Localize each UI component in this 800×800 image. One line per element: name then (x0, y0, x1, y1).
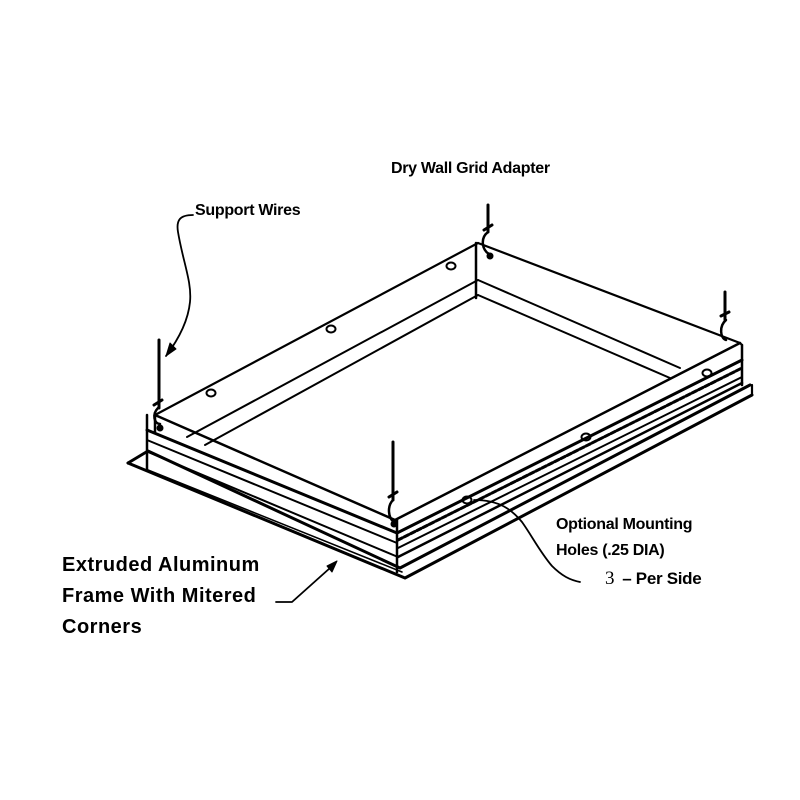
frame-label: Extruded Aluminum Frame With Mitered Cor… (62, 550, 260, 643)
mounting-holes-label-line2: Holes (.25 DIA) (556, 542, 665, 559)
mounting-holes-label-line1: Optional Mounting (556, 516, 693, 533)
frame-label-line2: Frame With Mitered (62, 585, 257, 607)
arrowhead-icon (326, 560, 338, 573)
hole-icon (701, 368, 713, 378)
hole-icon (325, 324, 337, 334)
hole-icon (205, 388, 217, 398)
leader-lines (165, 214, 581, 603)
frame-leader (275, 567, 331, 603)
wire-back (481, 203, 494, 260)
hole-icon (461, 495, 473, 505)
bottom-flange (126, 383, 754, 580)
mounting-holes-label: Optional Mounting Holes (.25 DIA) (556, 512, 693, 564)
support-wires (152, 203, 731, 528)
wire-right (719, 290, 731, 342)
frame-extrusion (145, 343, 744, 574)
wire-left (152, 338, 164, 432)
per-side-label: 3 – Per Side (605, 568, 702, 590)
support-wires-leader (165, 214, 194, 357)
per-side-text: – Per Side (622, 569, 702, 588)
drywall-grid-adapter-label: Dry Wall Grid Adapter (391, 160, 550, 177)
mounting-holes (205, 261, 713, 505)
hole-icon (580, 432, 592, 442)
wire-front (387, 440, 399, 528)
support-wires-label: Support Wires (195, 202, 301, 219)
per-side-count: 3 (605, 568, 615, 589)
frame-label-line3: Corners (62, 616, 143, 638)
frame-label-line1: Extruded Aluminum (62, 554, 260, 576)
hole-icon (445, 261, 457, 271)
arrowhead-icon (165, 342, 177, 357)
upper-wall (153, 241, 744, 522)
mounting-holes-leader (473, 499, 581, 583)
